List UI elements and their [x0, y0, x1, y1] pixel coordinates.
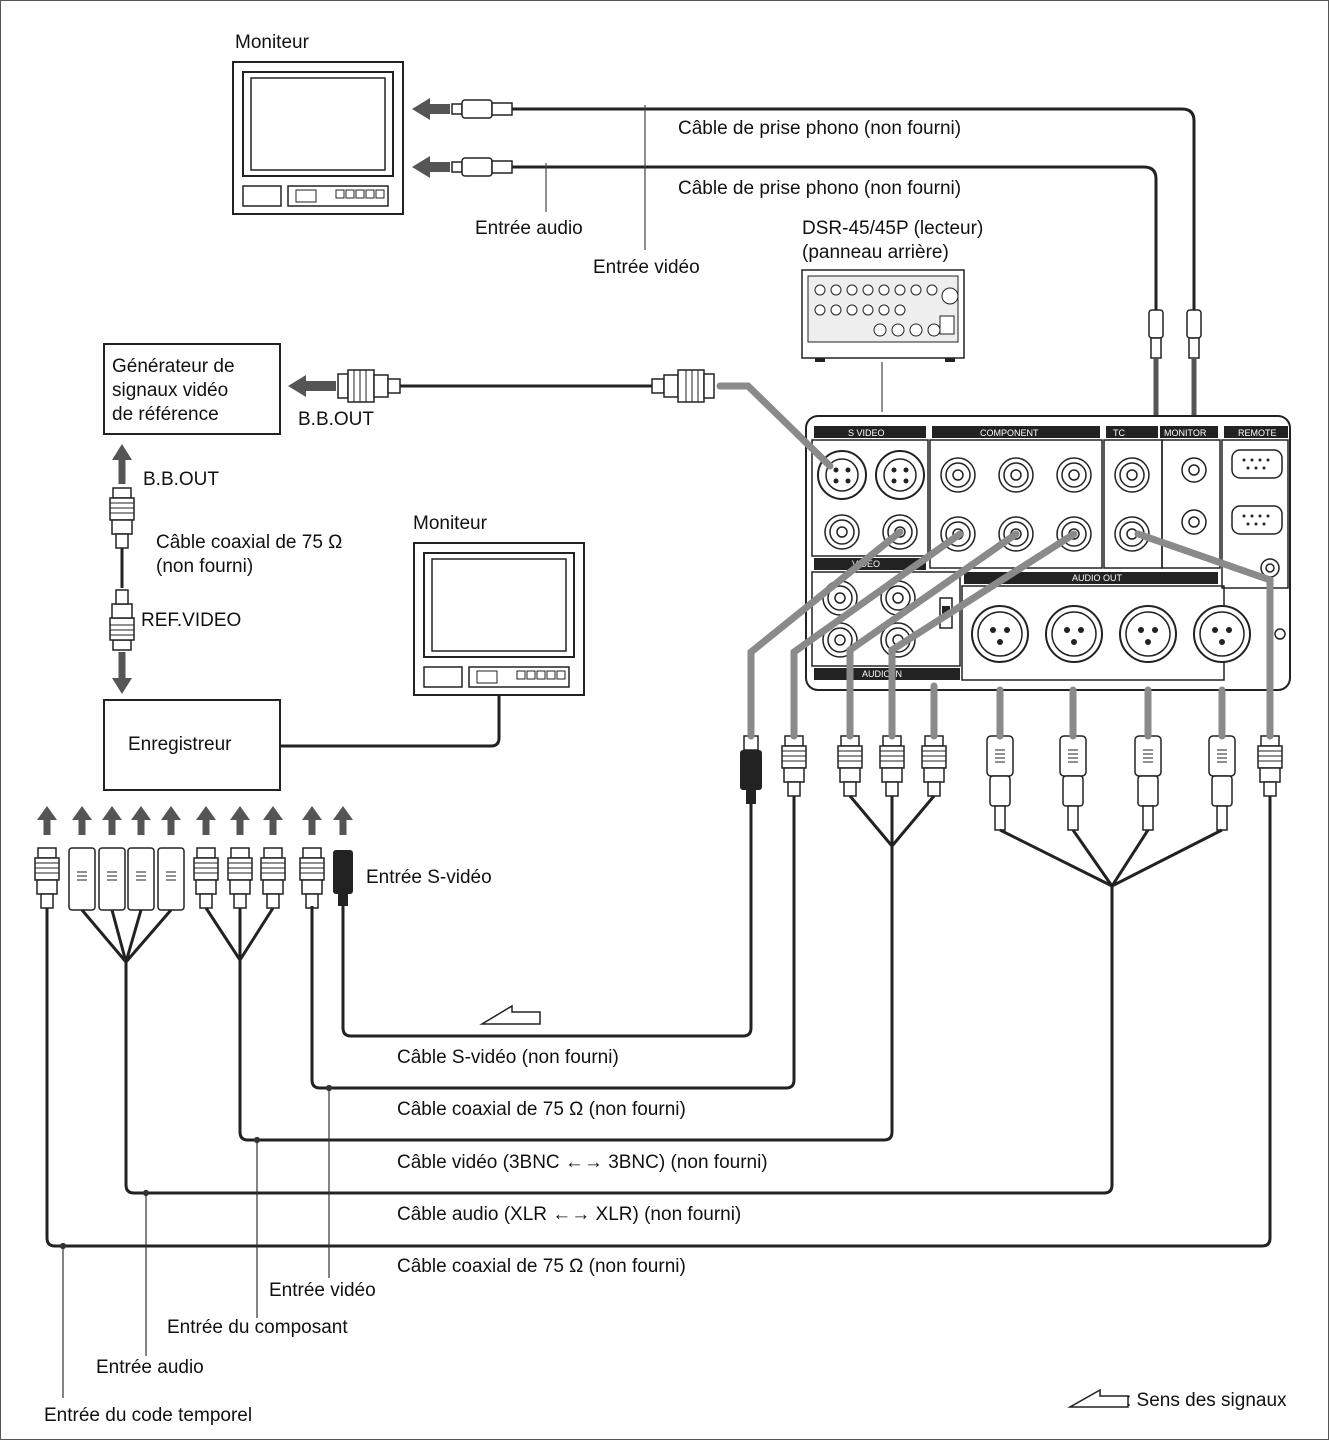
generator-label-1: Générateur de — [112, 356, 235, 377]
phono-cable-audio — [512, 165, 1158, 310]
bnc-connector-icon — [651, 369, 715, 403]
panel-audio-out: AUDIO OUT — [1072, 573, 1123, 583]
s-video-out-jack — [875, 450, 925, 500]
bb-out-label-horizontal: B.B.OUT — [298, 409, 374, 430]
panel-s-video: S VIDEO — [848, 428, 885, 438]
xlr-plug-icon — [68, 847, 185, 911]
coax-cable-label-1: Câble coaxial de 75 Ω (non fourni) — [397, 1099, 686, 1120]
timecode-input-label: Entrée du code temporel — [44, 1405, 252, 1426]
signal-direction-legend-icon — [1067, 1388, 1129, 1408]
arrow-up-icon — [112, 444, 132, 460]
coax-cable-left-label-1: Câble coaxial de 75 Ω — [156, 532, 342, 553]
audio-cable-xlr-label: Câble audio (XLR ←→ XLR) (non fourni) — [397, 1204, 741, 1225]
bb-out-label-vertical: B.B.OUT — [143, 469, 219, 490]
generator-label-2: signaux vidéo — [112, 380, 228, 401]
generator-label-3: de référence — [112, 404, 219, 425]
phono-cable-label-1: Câble de prise phono (non fourni) — [678, 118, 961, 139]
s-video-plug-icon — [740, 735, 762, 804]
ref-video-label: REF.VIDEO — [141, 610, 241, 631]
video-input-top-label: Entrée vidéo — [593, 257, 700, 278]
phono-plug-icon — [1186, 309, 1202, 359]
monitor-top-label: Moniteur — [235, 32, 310, 53]
component-input-label: Entrée du composant — [167, 1317, 348, 1338]
phono-cable-video — [512, 107, 1196, 310]
recorder — [103, 699, 281, 791]
audio-input-bottom-label: Entrée audio — [96, 1357, 204, 1378]
monitor-middle-label: Moniteur — [413, 513, 488, 534]
arrow-down-icon — [112, 678, 132, 694]
player-panel-label: (panneau arrière) — [802, 242, 949, 263]
player-model-label: DSR-45/45P (lecteur) — [802, 218, 983, 239]
audio-input-top-label: Entrée audio — [475, 218, 583, 239]
panel-audio-in: AUDIO IN — [862, 669, 902, 679]
arrow-left-icon — [288, 375, 306, 397]
phono-plug-icon — [451, 157, 513, 177]
s-video-input-label: Entrée S-vidéo — [366, 867, 492, 888]
panel-video: VIDEO — [852, 559, 880, 569]
coax-cable-label-2: Câble coaxial de 75 Ω (non fourni) — [397, 1256, 686, 1277]
s-video-plug-icon — [333, 850, 353, 906]
panel-remote: REMOTE — [1238, 428, 1277, 438]
s-video-cable-label: Câble S-vidéo (non fourni) — [397, 1047, 619, 1068]
signal-direction-legend-label: : Sens des signaux — [1126, 1390, 1287, 1411]
panel-component: COMPONENT — [980, 428, 1039, 438]
coax-cable-left-label-2: (non fourni) — [156, 556, 253, 577]
phono-plug-icon — [1148, 309, 1164, 359]
arrow-left-icon — [412, 156, 430, 178]
monitor-top — [232, 61, 404, 215]
reference-generator — [103, 343, 281, 435]
arrow-left-icon — [412, 98, 430, 120]
video-input-bottom-label: Entrée vidéo — [269, 1280, 376, 1301]
monitor-middle — [413, 542, 585, 696]
phono-plug-icon — [451, 99, 513, 119]
panel-tc: TC — [1113, 428, 1125, 438]
recorder-label: Enregistreur — [128, 734, 232, 755]
panel-monitor: MONITOR — [1164, 428, 1207, 438]
player-rear-panel-thumbnail — [801, 269, 965, 362]
bnc-connector-icon — [337, 369, 401, 403]
phono-cable-label-2: Câble de prise phono (non fourni) — [678, 178, 961, 199]
video-cable-3bnc-label: Câble vidéo (3BNC ←→ 3BNC) (non fourni) — [397, 1152, 768, 1173]
signal-direction-icon — [479, 1004, 541, 1025]
